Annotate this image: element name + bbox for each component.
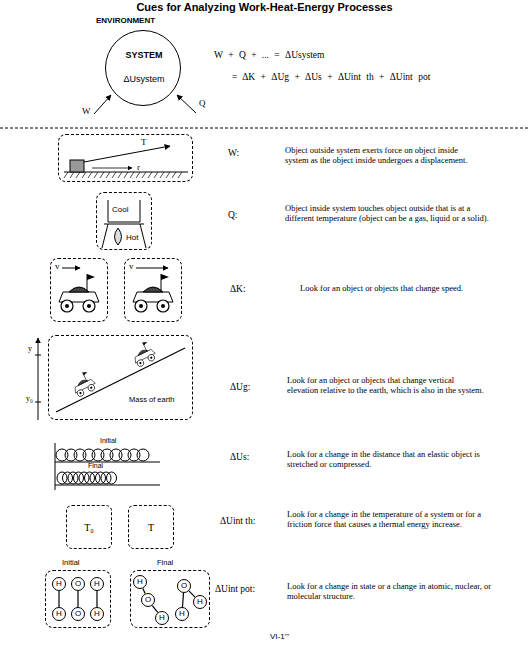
atom-symbol: O bbox=[181, 582, 187, 591]
arrow-label: Q bbox=[199, 98, 206, 108]
heat-icon-box: CoolHot bbox=[96, 192, 152, 250]
page-number: VI-1''' bbox=[270, 632, 289, 641]
node-text: ΔUsystem bbox=[106, 75, 182, 85]
node-text: SYSTEM bbox=[106, 51, 182, 61]
work-arrow bbox=[94, 95, 111, 114]
description: Look for a change in the distance that a… bbox=[287, 450, 487, 470]
atom-symbol: H bbox=[56, 580, 62, 589]
atom-symbol: H bbox=[56, 610, 62, 619]
symbol-label: ΔUint pot: bbox=[215, 584, 255, 595]
symbol-label: ΔUint th: bbox=[220, 516, 255, 527]
atom-symbol: O bbox=[75, 610, 81, 619]
molecule-box: FinalOHHOHH bbox=[130, 570, 210, 628]
work-icon-box: Tr bbox=[58, 134, 193, 182]
node-text: r bbox=[137, 163, 140, 173]
description: Look for an object or objects that chang… bbox=[300, 284, 500, 294]
description: Look for a change in state or a change i… bbox=[287, 582, 492, 602]
symbol-label: W: bbox=[228, 148, 239, 159]
temperature-box: T bbox=[128, 505, 174, 549]
symbol-label: ΔUg: bbox=[230, 382, 250, 393]
equation: W + Q + ... = ΔUsystem bbox=[214, 50, 324, 61]
atom-circle: O bbox=[71, 607, 85, 621]
atom-symbol: H bbox=[179, 610, 185, 619]
incline-icon bbox=[35, 338, 185, 420]
bond-line bbox=[182, 593, 183, 607]
heat-icon bbox=[102, 200, 146, 248]
symbol-label: Q: bbox=[228, 210, 238, 221]
heat-arrow bbox=[177, 95, 196, 113]
temperature-box: T₀ bbox=[66, 505, 112, 549]
atom-circle: H bbox=[90, 577, 104, 591]
description: Look for an object or objects that chang… bbox=[287, 376, 487, 396]
node-text: Initial bbox=[62, 559, 80, 567]
bond-line bbox=[58, 591, 59, 607]
car-box: v bbox=[50, 258, 108, 322]
equation: = ΔK + ΔUg + ΔUs + ΔUint th + ΔUint pot bbox=[232, 72, 430, 83]
atom-circle: H bbox=[133, 575, 147, 589]
system-circle: SYSTEM ΔUsystem bbox=[105, 30, 181, 106]
node-text: Final bbox=[157, 559, 173, 567]
arrow-label: W bbox=[82, 106, 91, 116]
atom-circle: H bbox=[175, 607, 189, 621]
node-text: v bbox=[129, 262, 134, 272]
atom-circle: O bbox=[177, 579, 191, 593]
axis-label: y bbox=[28, 344, 32, 353]
description: Object outside system exerts force on ob… bbox=[285, 146, 475, 166]
node-text: T bbox=[141, 138, 147, 148]
atom-symbol: H bbox=[94, 580, 100, 589]
atom-circle: O bbox=[141, 593, 155, 607]
atom-circle: H bbox=[90, 607, 104, 621]
state-label: Initial bbox=[100, 437, 116, 445]
atom-circle: H bbox=[155, 611, 169, 625]
car-icons bbox=[59, 268, 173, 312]
spring-icon bbox=[55, 443, 160, 490]
bond-line bbox=[96, 591, 97, 607]
separator bbox=[0, 128, 529, 129]
atom-circle: H bbox=[52, 577, 66, 591]
work-icon bbox=[64, 146, 188, 178]
atom-symbol: O bbox=[75, 580, 81, 589]
bond-line bbox=[77, 591, 78, 607]
atom-symbol: H bbox=[197, 598, 203, 607]
node-text: T bbox=[148, 522, 154, 533]
symbol-label: ΔK: bbox=[230, 284, 246, 295]
atom-circle: H bbox=[193, 595, 207, 609]
axis-label: y₀ bbox=[26, 394, 33, 403]
atom-circle: H bbox=[52, 607, 66, 621]
node-text: Cool bbox=[112, 206, 128, 215]
node-text: Hot bbox=[126, 234, 138, 243]
node-text: Mass of earth bbox=[129, 396, 174, 404]
node-text: T₀ bbox=[84, 522, 94, 533]
molecule-box: InitialHHOOHH bbox=[45, 570, 111, 628]
title: Cues for Analyzing Work-Heat-Energy Proc… bbox=[0, 1, 529, 14]
atom-symbol: O bbox=[145, 596, 151, 605]
environment-label: ENVIRONMENT bbox=[96, 16, 155, 25]
symbol-label: ΔUs: bbox=[230, 452, 249, 463]
incline-box: Mass of earth bbox=[48, 335, 193, 420]
node-text: v bbox=[55, 262, 60, 272]
atom-symbol: H bbox=[137, 578, 143, 587]
state-label: Final bbox=[88, 462, 103, 470]
car-box: v bbox=[124, 258, 182, 322]
atom-circle: O bbox=[71, 577, 85, 591]
description: Object inside system touches object outs… bbox=[285, 204, 490, 224]
atom-symbol: H bbox=[94, 610, 100, 619]
atom-symbol: H bbox=[159, 614, 165, 623]
description: Look for a change in the temperature of … bbox=[287, 510, 492, 530]
